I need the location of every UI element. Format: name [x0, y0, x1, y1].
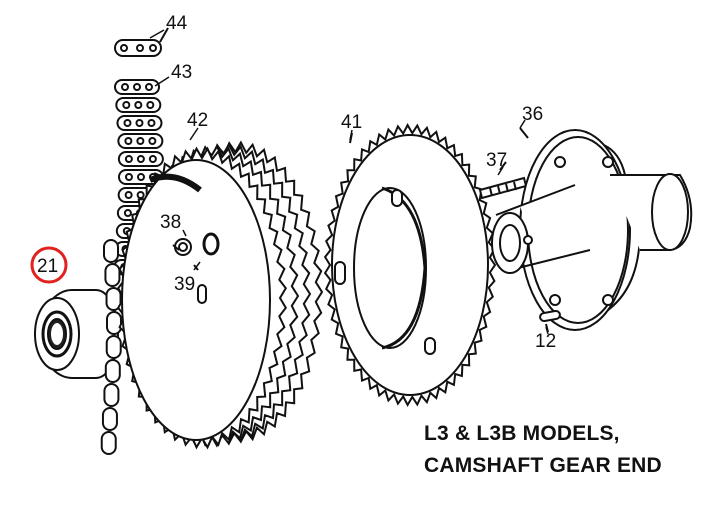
chain-pin: [124, 155, 133, 163]
part-label-43: 43: [171, 62, 192, 83]
chain-pin: [124, 137, 133, 145]
part-label-41: 41: [341, 112, 362, 133]
chain-link: [104, 263, 121, 287]
chain-pin: [145, 83, 153, 91]
chain-pin: [123, 209, 132, 217]
part-label-37: 37: [486, 150, 507, 171]
caption-line-1: L3 & L3B MODELS,: [424, 422, 620, 445]
chain-link: [105, 311, 122, 335]
chain-link: [100, 431, 117, 455]
part-labels: 44 43 42 41 36 37 38 39 21 12: [37, 13, 556, 352]
chain-link: [103, 383, 120, 407]
part-label-36: 36: [522, 104, 543, 125]
gear-41: [323, 123, 497, 407]
chain-pin: [148, 155, 157, 163]
part-label-21: 21: [37, 256, 58, 277]
diagram-caption: L3 & L3B MODELS, CAMSHAFT GEAR END: [424, 418, 662, 482]
chain-pin: [148, 137, 157, 145]
leader-lines: [149, 29, 549, 335]
chain-pin: [124, 173, 133, 181]
chain-link: [101, 407, 118, 431]
part-label-39: 39: [174, 274, 195, 295]
part-label-42: 42: [187, 110, 208, 131]
chain-pin: [147, 119, 156, 127]
dowel-12: [539, 309, 561, 333]
chain-pin: [136, 137, 145, 145]
stud-37: [478, 161, 528, 200]
chain-pin: [122, 101, 131, 109]
part-label-12: 12: [535, 331, 556, 352]
chain-link: [103, 239, 119, 263]
sprocket-42: [116, 140, 324, 450]
chain-link: [105, 335, 122, 359]
chain-pin: [121, 83, 129, 91]
chain-link: [105, 287, 122, 311]
chain-pin: [136, 191, 145, 199]
chain-pin: [133, 83, 141, 91]
bearing-21: [34, 289, 119, 379]
part-label-38: 38: [160, 212, 181, 233]
chain-pin: [123, 119, 132, 127]
chain-link-44: [114, 27, 169, 57]
chain-pin: [124, 191, 133, 199]
hub-flange-36: [491, 127, 693, 331]
part-label-44: 44: [166, 13, 188, 34]
chain-pin: [136, 173, 145, 181]
chain-pin: [134, 101, 143, 109]
caption-line-2: CAMSHAFT GEAR END: [424, 454, 662, 477]
chain-pin: [135, 119, 144, 127]
chain-link: [104, 359, 121, 383]
highlight-circle: [30, 246, 68, 284]
chain-pin: [146, 101, 155, 109]
chain-pin: [136, 155, 145, 163]
